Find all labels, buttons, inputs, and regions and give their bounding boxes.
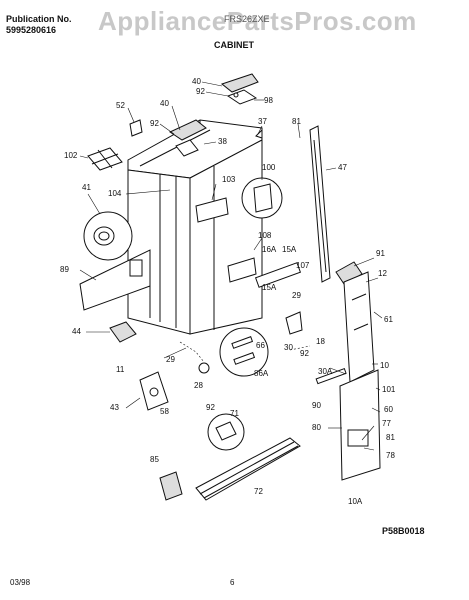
callout: 41 xyxy=(82,183,91,192)
watermark: AppliancePartsPros.com xyxy=(98,6,417,36)
callout: 58 xyxy=(160,407,169,416)
figure-code: P58B0018 xyxy=(382,526,425,536)
top-hinge-cover xyxy=(168,73,259,157)
callout: 92 xyxy=(150,119,159,128)
bracket-108 xyxy=(227,257,257,283)
tube-107 xyxy=(254,262,302,288)
model-number: FRS26ZXE xyxy=(224,14,270,24)
callout: 10A xyxy=(348,497,363,506)
callout: 81 xyxy=(386,433,395,442)
section-title: CABINET xyxy=(214,40,254,50)
callout: 60 xyxy=(384,405,393,414)
callout: 92 xyxy=(206,403,215,412)
callout: 104 xyxy=(108,189,122,198)
callout: 102 xyxy=(64,151,78,160)
callout: 78 xyxy=(386,451,395,460)
callout: 15A xyxy=(262,283,277,292)
bracket-30 xyxy=(285,311,303,335)
callout: 85 xyxy=(150,455,159,464)
callout: 11 xyxy=(116,365,125,374)
detail-71 xyxy=(207,413,245,451)
callout: 80 xyxy=(312,423,321,432)
callout: 15A xyxy=(282,245,297,254)
callout: 16A xyxy=(262,245,277,254)
publication-label: Publication No. xyxy=(6,14,72,24)
callout-labels: 40 92 98 52 40 92 38 37 81 102 100 47 41… xyxy=(60,77,396,506)
panel-80 xyxy=(339,369,381,481)
publication-number: 5995280616 xyxy=(6,25,57,35)
callout: 89 xyxy=(60,265,69,274)
footer-date: 03/98 xyxy=(10,578,31,587)
hinge-102 xyxy=(87,147,123,171)
grommet-30a xyxy=(198,362,210,374)
callout: 101 xyxy=(382,385,396,394)
callout: 29 xyxy=(292,291,301,300)
callout: 92 xyxy=(300,349,309,358)
callout: 43 xyxy=(110,403,119,412)
toe-grille-72 xyxy=(195,437,301,501)
clip-85 xyxy=(159,471,183,501)
callout: 37 xyxy=(258,117,267,126)
callout: 38 xyxy=(218,137,227,146)
callout: 44 xyxy=(72,327,81,336)
detail-66 xyxy=(219,327,269,377)
roller-41 xyxy=(83,211,133,261)
callout: 91 xyxy=(376,249,385,258)
callout: 47 xyxy=(338,163,347,172)
callout: 30 xyxy=(284,343,293,352)
page-number: 6 xyxy=(230,578,235,587)
callout: 108 xyxy=(258,231,272,240)
callout: 81 xyxy=(292,117,301,126)
strip-101 xyxy=(315,368,347,385)
callout: 29 xyxy=(166,355,175,364)
callout: 103 xyxy=(222,175,236,184)
callout: 71 xyxy=(230,409,239,418)
callout: 66 xyxy=(256,341,265,350)
bracket-43 xyxy=(139,371,169,411)
callout: 12 xyxy=(378,269,387,278)
callout: 40 xyxy=(160,99,169,108)
callout: 30A xyxy=(318,367,333,376)
callout: 52 xyxy=(116,101,125,110)
mount-bracket-10 xyxy=(335,261,375,383)
callout: 90 xyxy=(312,401,321,410)
leader-lines xyxy=(79,81,383,451)
part-37 xyxy=(255,128,263,139)
callout: 18 xyxy=(316,337,325,346)
callout: 100 xyxy=(262,163,276,172)
cabinet-shell xyxy=(127,119,263,335)
callout: 77 xyxy=(382,419,391,428)
bracket-52 xyxy=(129,119,143,137)
callout: 86A xyxy=(254,369,269,378)
callout: 10 xyxy=(380,361,389,370)
trim-47 xyxy=(309,125,331,283)
panel-89 xyxy=(79,249,151,311)
callout: 98 xyxy=(264,96,273,105)
bracket-103 xyxy=(195,197,229,223)
callout: 72 xyxy=(254,487,263,496)
callout: 107 xyxy=(296,261,310,270)
block-44 xyxy=(109,321,137,343)
callout: 28 xyxy=(194,381,203,390)
callout: 92 xyxy=(196,87,205,96)
callout: 40 xyxy=(192,77,201,86)
callout: 61 xyxy=(384,315,393,324)
hinge-100 xyxy=(241,177,283,219)
